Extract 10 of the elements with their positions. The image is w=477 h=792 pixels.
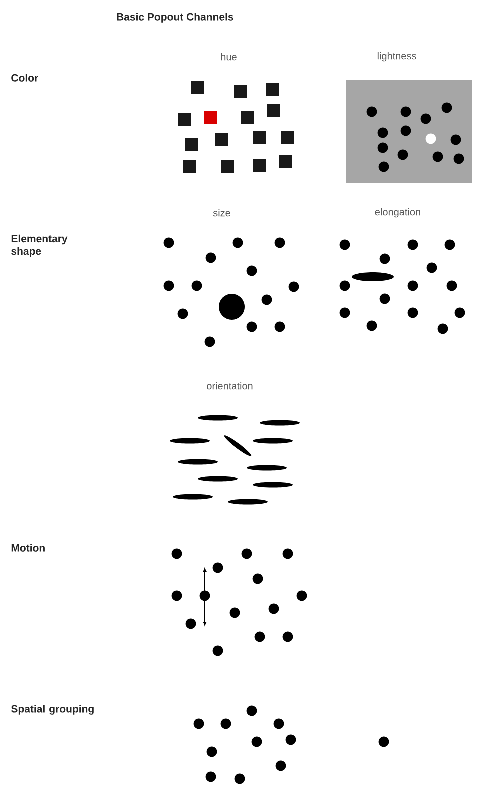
channel-label: size [213,209,230,217]
channel-label: hue [221,53,237,61]
category-label: Motion [12,544,45,552]
channel-label: lightness [378,52,416,62]
title: Basic Popout Channels [117,13,234,23]
channel-label: orientation [207,382,253,390]
channel-label: elongation [375,208,420,218]
category-label: Spatial grouping [12,705,94,715]
category-label: Elementary shape [12,234,68,258]
category-label: Color [12,74,38,82]
